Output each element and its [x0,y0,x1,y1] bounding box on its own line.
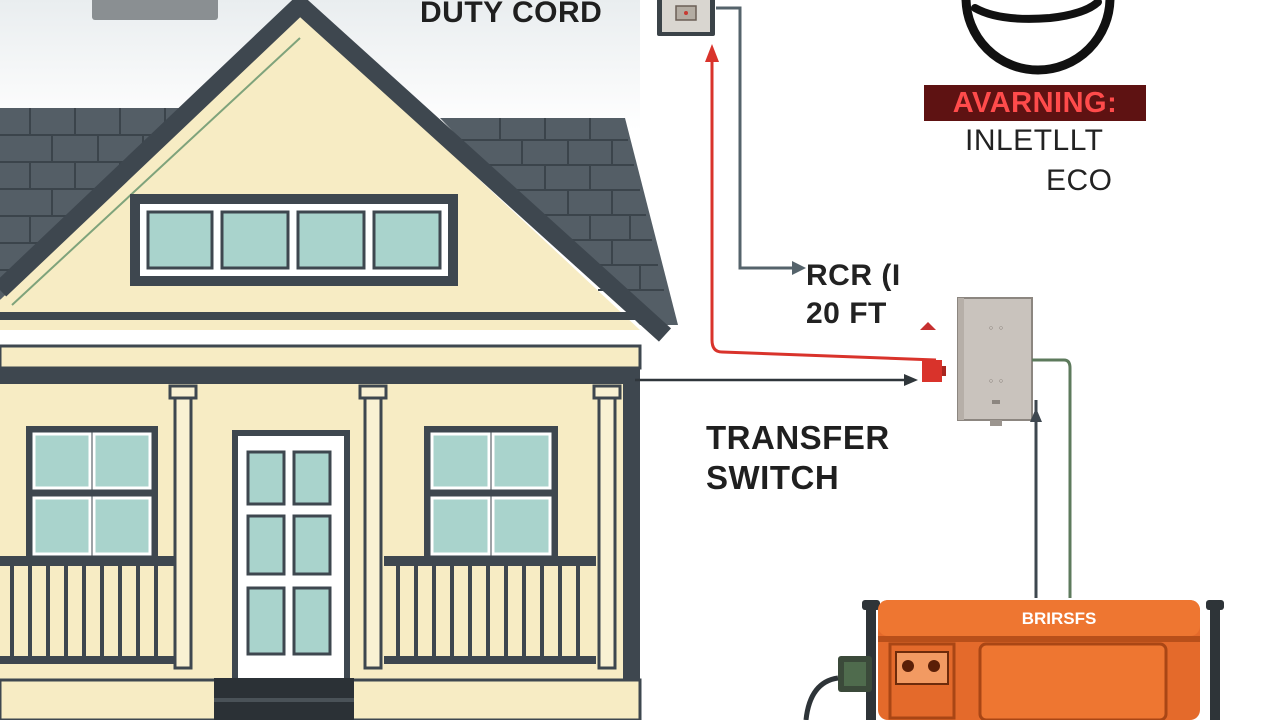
svg-text:◦ ◦: ◦ ◦ [988,375,1004,388]
svg-text:◦ ◦: ◦ ◦ [988,322,1004,335]
eco-label: ECO [1046,164,1113,197]
cord-length-label: RCR (I 20 FT [806,257,901,333]
porch-beam [0,368,640,384]
duty-cord-label: DUTY CORD [420,0,603,29]
house [0,0,678,720]
transfer-switch-label-line2: SWITCH [706,459,840,496]
no-cord-symbol [961,0,1115,75]
generator [803,600,1224,720]
rcr-red-marker [920,307,936,330]
red-cord [710,60,937,362]
porch-railing-left [0,556,175,664]
left-window [26,426,158,562]
cord-length-label-line2: 20 FT [806,297,887,330]
cornice-line [0,312,635,320]
transfer-switch-label: TRANSFER SWITCH [706,418,890,498]
gable-window [130,194,458,286]
wall-outlet-box [657,0,715,36]
porch-railing-right [384,556,596,664]
gray-wire [716,6,792,270]
red-plug [922,360,942,382]
house-corner [623,368,640,720]
transfer-switch-box: ◦ ◦ ◦ ◦ [957,297,1033,426]
inlet-label: INLETLLT [965,124,1104,157]
step-edge [214,698,354,702]
generator-brand-label: BRIRSFS [1021,609,1097,628]
warning-banner: AVARNING: [924,85,1146,121]
cord-length-label-line1: RCR (I [806,259,901,292]
red-cord-arrowhead [705,44,719,62]
front-door [232,430,350,680]
switch-to-generator-wire-green [1032,358,1072,598]
house-to-switch-arrowhead [904,374,918,386]
switch-to-generator-arrowhead [1030,408,1042,422]
gable-inner-line [11,37,301,306]
porch-columns [168,384,622,670]
gable-trim [0,0,672,342]
cornice-band [0,344,642,370]
transfer-switch-label-line1: TRANSFER [706,419,890,456]
gray-box [92,0,218,20]
right-window [424,426,558,562]
red-plug-prong [942,366,946,376]
gray-wire-arrowhead [792,261,806,275]
